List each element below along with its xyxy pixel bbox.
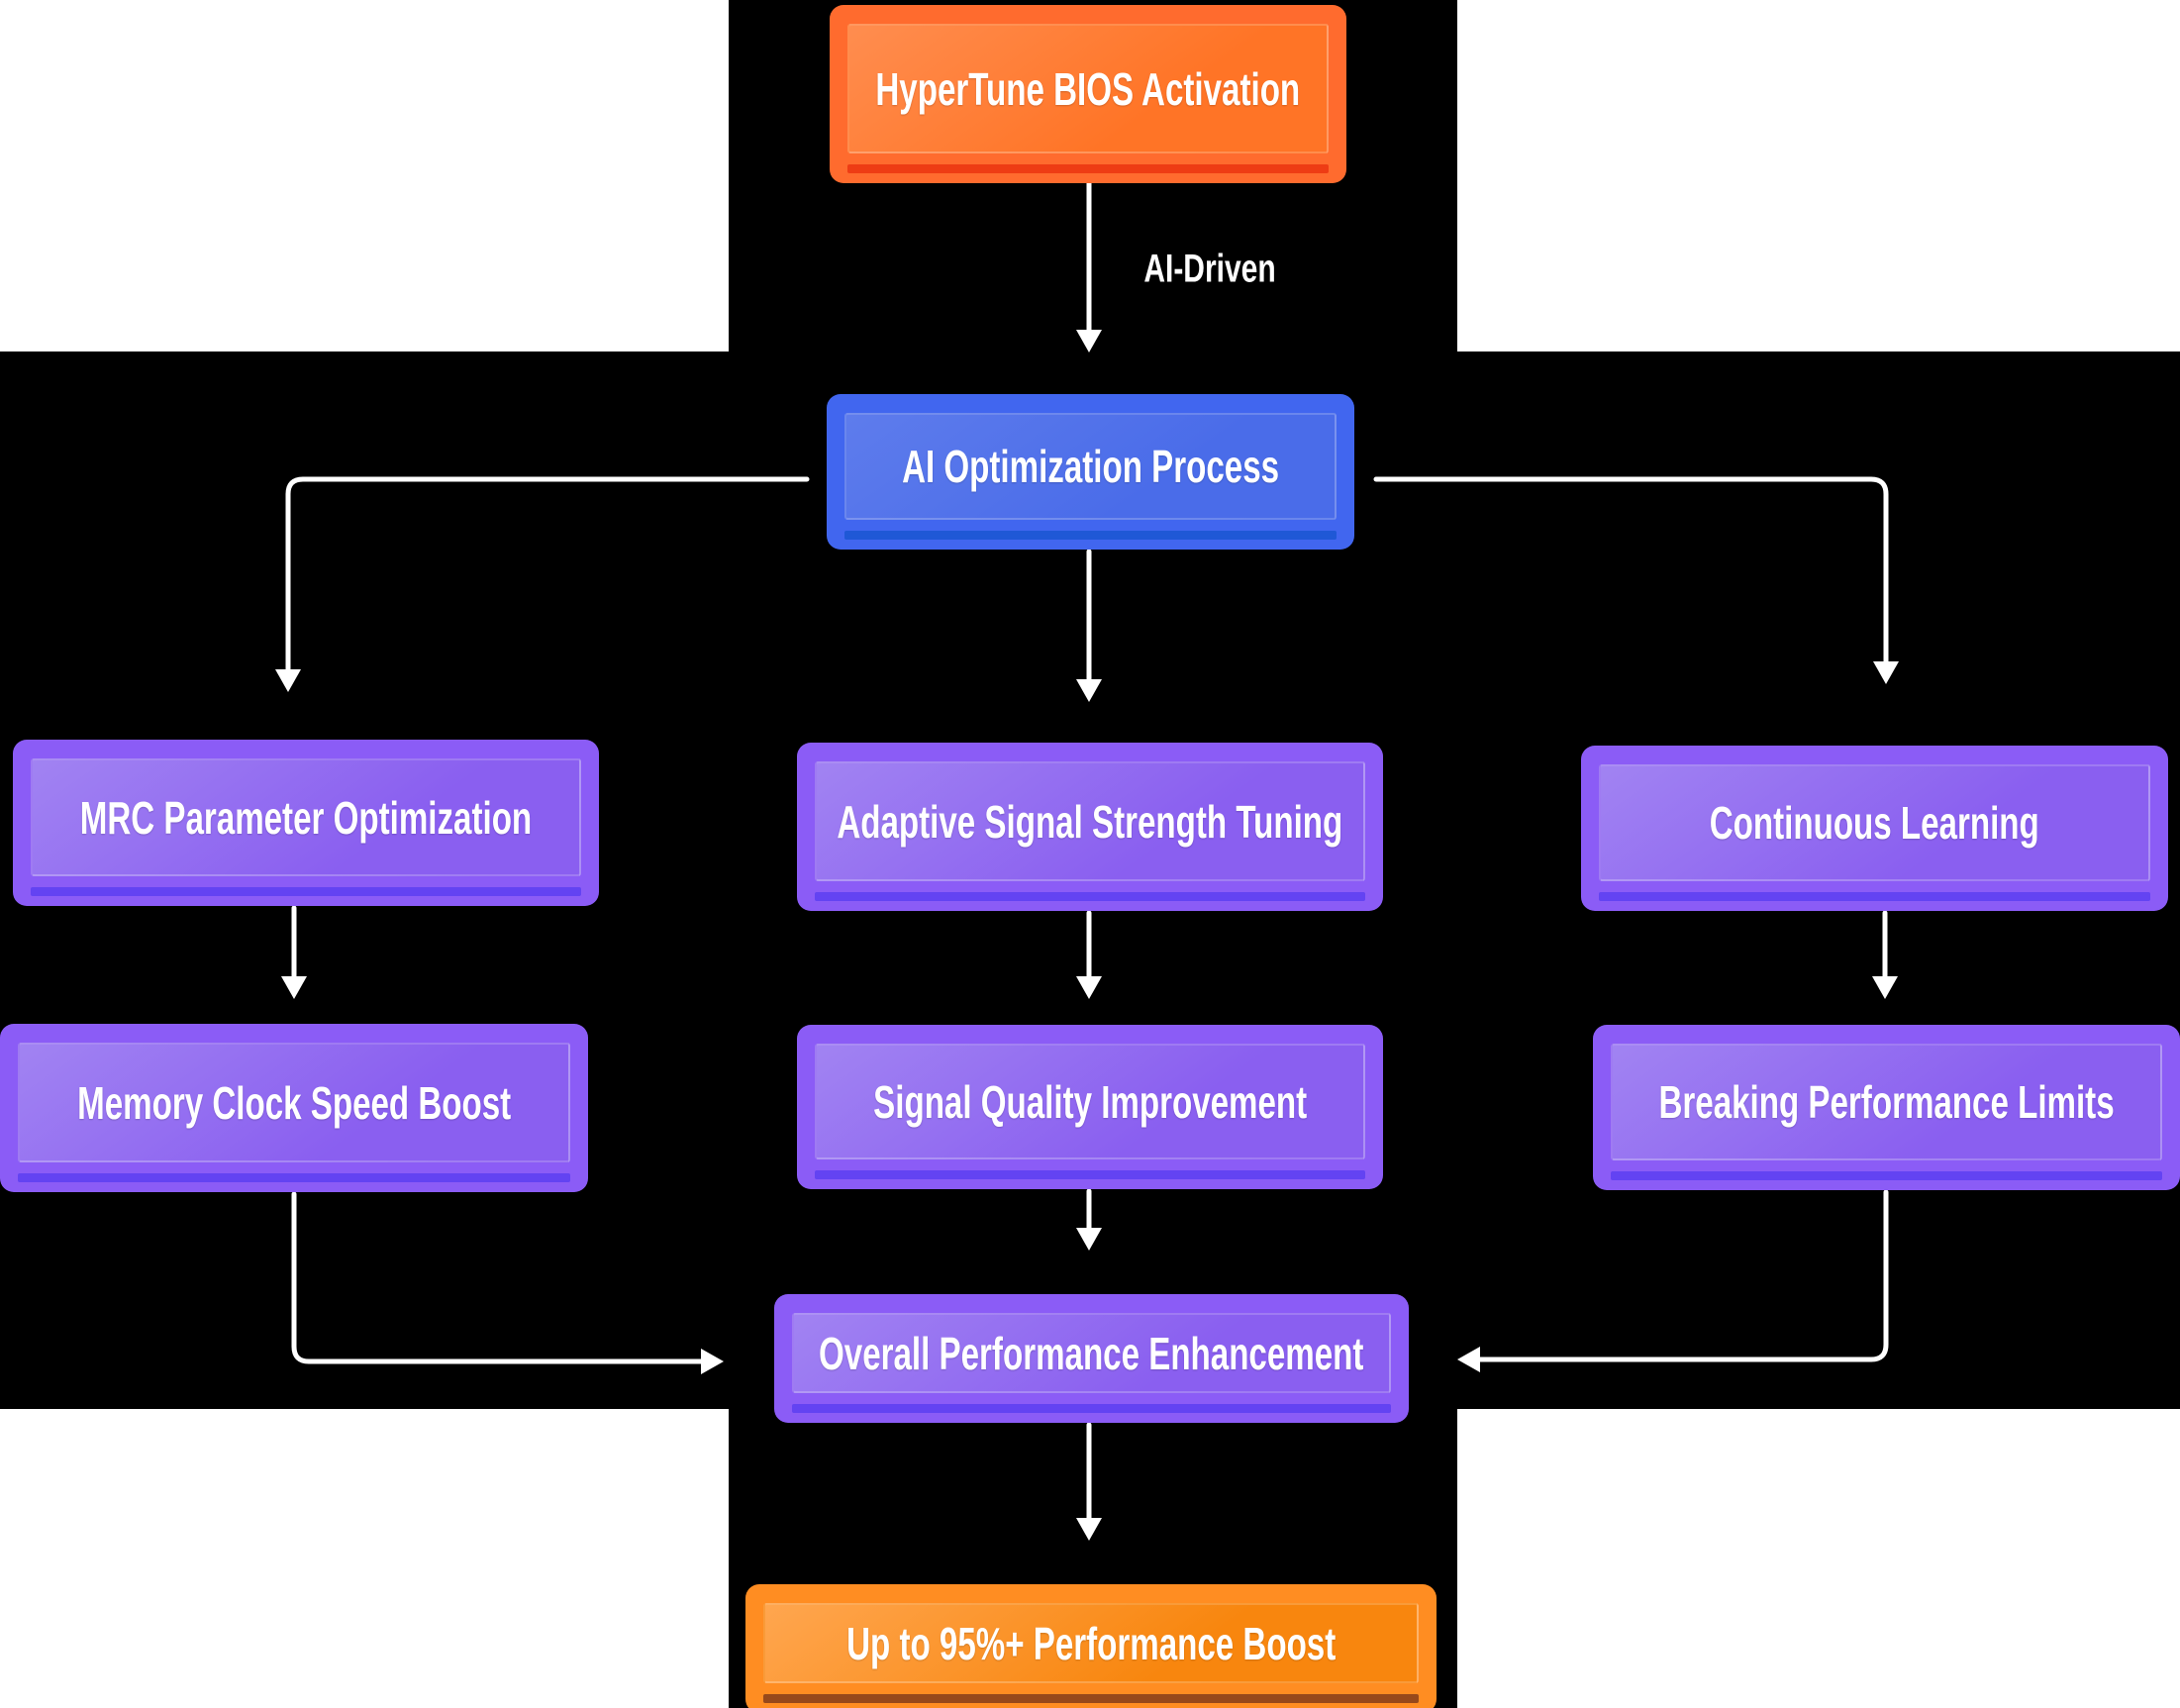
edge-label-ai-driven: AI-Driven [1122, 248, 1298, 292]
node-inner-panel: Up to 95%+ Performance Boost [763, 1603, 1419, 1683]
arrowhead-down-icon [1076, 330, 1102, 352]
node-continuous-learning: Continuous Learning [1581, 746, 2168, 911]
node-signal-quality-improvement: Signal Quality Improvement [797, 1025, 1383, 1189]
arrowhead-down-icon [1076, 1228, 1102, 1251]
node-accent-bar [1599, 892, 2150, 901]
node-label: AI Optimization Process [902, 441, 1279, 492]
canvas-corner-top-left [0, 0, 729, 352]
node-inner-panel: Adaptive Signal Strength Tuning [815, 761, 1365, 881]
arrowhead-left-icon [1457, 1347, 1480, 1372]
node-accent-bar [31, 887, 581, 896]
node-accent-bar [1611, 1171, 2162, 1180]
arrowhead-down-icon [1076, 1518, 1102, 1541]
node-ai-optimization-process: AI Optimization Process [827, 394, 1354, 550]
node-overall-performance-enhancement: Overall Performance Enhancement [774, 1294, 1409, 1423]
node-label: Up to 95%+ Performance Boost [845, 1617, 1337, 1669]
node-accent-bar [763, 1694, 1419, 1703]
arrowhead-down-icon [1076, 976, 1102, 999]
node-accent-bar [815, 892, 1365, 901]
edge-limits-to-overall [1477, 1189, 1889, 1362]
node-accent-bar [847, 164, 1329, 173]
edge-ai-to-mrc [285, 476, 810, 672]
node-label: Breaking Performance Limits [1658, 1076, 2115, 1128]
node-inner-panel: Overall Performance Enhancement [792, 1313, 1391, 1393]
node-label: Continuous Learning [1709, 797, 2039, 849]
node-accent-bar [844, 531, 1337, 540]
canvas-corner-top-right [1457, 0, 2180, 352]
node-inner-panel: Signal Quality Improvement [815, 1044, 1365, 1159]
node-breaking-performance-limits: Breaking Performance Limits [1593, 1025, 2180, 1190]
node-inner-panel: MRC Parameter Optimization [31, 758, 581, 876]
node-label: MRC Parameter Optimization [79, 791, 533, 844]
node-accent-bar [18, 1173, 570, 1182]
node-label: Memory Clock Speed Boost [76, 1076, 512, 1129]
arrowhead-down-icon [275, 669, 301, 692]
node-up-to-95-performance-boost: Up to 95%+ Performance Boost [745, 1584, 1437, 1708]
arrowhead-down-icon [281, 976, 307, 999]
node-inner-panel: Memory Clock Speed Boost [18, 1043, 570, 1162]
node-memory-clock-speed-boost: Memory Clock Speed Boost [0, 1024, 588, 1192]
node-inner-panel: Breaking Performance Limits [1611, 1044, 2162, 1160]
node-inner-panel: AI Optimization Process [844, 413, 1337, 520]
node-label: Overall Performance Enhancement [819, 1327, 1364, 1379]
node-accent-bar [815, 1170, 1365, 1179]
canvas-corner-bottom-left [0, 1409, 729, 1708]
node-label: Signal Quality Improvement [872, 1075, 1308, 1128]
edge-memclock-to-overall [291, 1191, 704, 1364]
canvas-corner-bottom-right [1457, 1409, 2180, 1708]
arrowhead-down-icon [1076, 679, 1102, 702]
node-accent-bar [792, 1404, 1391, 1413]
node-mrc-parameter-optimization: MRC Parameter Optimization [13, 740, 599, 906]
node-hypertune-bios-activation: HyperTune BIOS Activation [830, 5, 1346, 183]
node-label: HyperTune BIOS Activation [875, 62, 1301, 115]
arrowhead-down-icon [1872, 976, 1898, 999]
edge-ai-to-learning [1373, 476, 1889, 664]
node-inner-panel: HyperTune BIOS Activation [847, 24, 1329, 153]
node-label: Adaptive Signal Strength Tuning [837, 795, 1343, 848]
arrowhead-down-icon [1873, 661, 1899, 684]
edge-label-text: AI-Driven [1143, 247, 1276, 291]
node-inner-panel: Continuous Learning [1599, 764, 2150, 881]
node-adaptive-signal-strength-tuning: Adaptive Signal Strength Tuning [797, 743, 1383, 911]
arrowhead-right-icon [701, 1349, 724, 1374]
